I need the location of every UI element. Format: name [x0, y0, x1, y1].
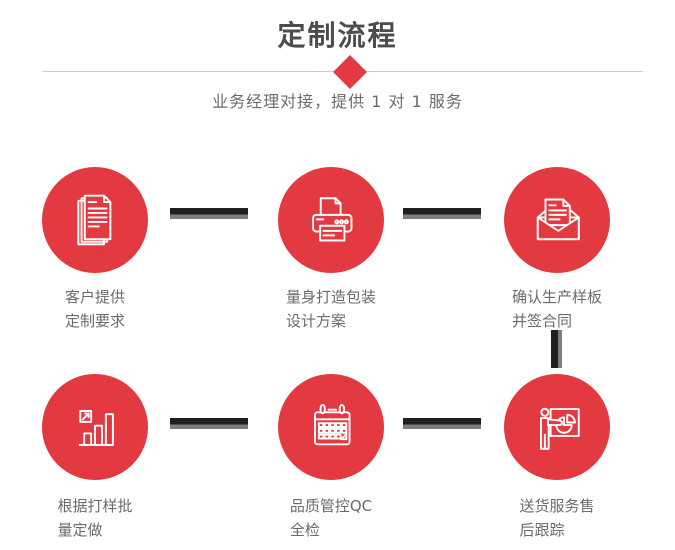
connector-step5-step6 [403, 418, 481, 429]
step-label-3: 确认生产样板并签合同 [511, 288, 602, 330]
bar-chart-icon [78, 410, 114, 446]
envelope-icon [536, 198, 580, 241]
calendar-icon [314, 403, 351, 446]
presentation-icon [540, 407, 580, 450]
step-circle-1 [42, 167, 148, 273]
page-subtitle: 业务经理对接，提供 1 对 1 服务 [212, 92, 463, 111]
connector-step1-step2 [170, 208, 248, 219]
step-label-6: 送货服务售后跟踪 [519, 497, 595, 539]
step-circle-3 [504, 167, 610, 273]
step-circle-2 [278, 167, 384, 273]
printer-icon [312, 197, 353, 242]
documents-icon [77, 194, 112, 246]
step-circle-4 [42, 374, 148, 480]
connector-step4-step5 [170, 418, 248, 429]
step-label-1: 客户提供定制要求 [64, 288, 125, 330]
step-circle-5 [278, 374, 384, 480]
step-label-2: 量身打造包装设计方案 [285, 288, 376, 330]
connector-step3-step6 [551, 330, 562, 368]
step-circle-6 [504, 374, 610, 480]
diamond-accent [333, 55, 367, 89]
page-title: 定制流程 [277, 19, 398, 52]
step-label-4: 根据打样批量定做 [57, 497, 133, 539]
connector-step2-step3 [403, 208, 481, 219]
